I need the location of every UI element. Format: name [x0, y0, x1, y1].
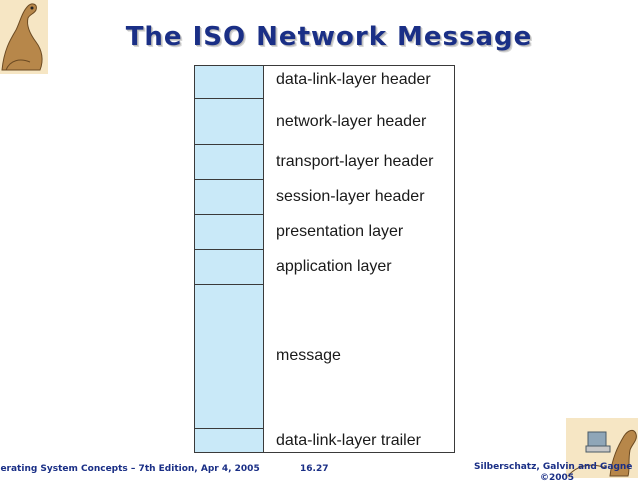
layer-divider	[195, 214, 264, 215]
layer-label-transport-header: transport-layer header	[276, 153, 434, 170]
footer-copyright-year: ©2005	[540, 473, 575, 483]
iso-message-diagram: data-link-layer header network-layer hea…	[194, 65, 455, 453]
layer-divider	[195, 179, 264, 180]
footer-authors: Silberschatz, Galvin and Gagne	[474, 462, 633, 472]
layer-label-network-header: network-layer header	[276, 113, 427, 130]
footer-book-title: perating System Concepts – 7th Edition, …	[0, 464, 260, 474]
layer-label-message: message	[276, 347, 341, 364]
layer-label-presentation: presentation layer	[276, 223, 404, 240]
footer-page-number: 16.27	[300, 464, 329, 474]
dinosaur-logo-icon	[0, 0, 48, 74]
slide-title: The ISO Network Message	[125, 22, 533, 52]
layer-divider	[195, 98, 264, 99]
layer-divider	[195, 144, 264, 145]
layer-divider	[195, 284, 264, 285]
layer-label-session-header: session-layer header	[276, 188, 425, 205]
layer-label-data-link-header: data-link-layer header	[276, 71, 431, 88]
header-column	[195, 66, 264, 452]
layer-label-data-link-trailer: data-link-layer trailer	[276, 432, 421, 449]
layer-divider	[195, 428, 264, 429]
layer-divider	[195, 249, 264, 250]
dinosaur-computer-logo-icon	[566, 418, 638, 478]
layer-label-application: application layer	[276, 258, 392, 275]
